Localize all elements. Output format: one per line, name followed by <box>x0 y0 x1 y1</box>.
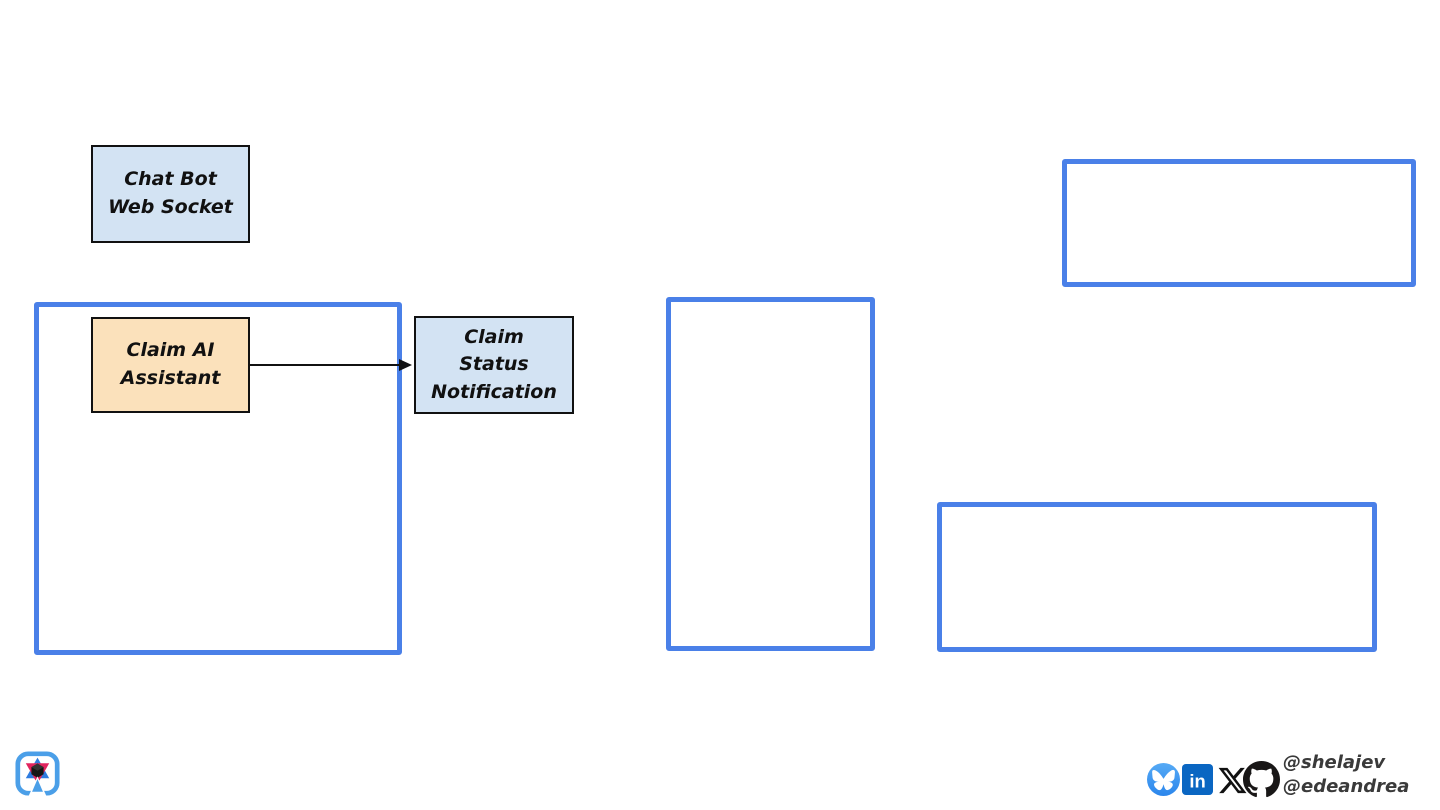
node-chat-bot-label: Chat Bot Web Socket <box>108 168 233 218</box>
linkedin-in-glyph: in <box>1189 770 1205 791</box>
testcontainers-logo-icon <box>15 751 60 796</box>
octocat-glyph <box>1243 761 1280 798</box>
github-icon[interactable] <box>1243 761 1280 798</box>
logo-bottom-arrow <box>32 779 43 792</box>
bluesky-icon[interactable] <box>1147 763 1180 796</box>
node-claim-ai-assistant: Claim AI Assistant <box>91 317 250 413</box>
linkedin-square <box>1182 764 1213 795</box>
node-claim-status-notification: Claim Status Notification <box>414 316 574 414</box>
handle-shelajev: @shelajev <box>1283 752 1386 773</box>
linkedin-icon[interactable]: in <box>1182 764 1213 795</box>
container-middle-group <box>666 297 875 651</box>
node-claim-status-label: Claim Status Notification <box>431 325 557 403</box>
butterfly-glyph <box>1152 769 1175 791</box>
x-icon[interactable] <box>1214 765 1251 796</box>
container-bottom-right-group <box>937 502 1377 652</box>
container-left-group <box>34 302 402 655</box>
node-claim-ai-label: Claim AI Assistant <box>120 339 221 389</box>
node-chat-bot-web-socket: Chat Bot Web Socket <box>91 145 250 243</box>
x-glyph <box>1218 767 1247 794</box>
logo-cube-top-face <box>31 763 44 771</box>
handle-edeandrea: @edeandrea <box>1283 776 1410 797</box>
connector-arrowhead-icon <box>399 359 412 371</box>
social-handles: @shelajev @edeandrea <box>1283 751 1438 799</box>
container-top-right-group <box>1062 159 1416 287</box>
connector-line <box>250 364 401 366</box>
